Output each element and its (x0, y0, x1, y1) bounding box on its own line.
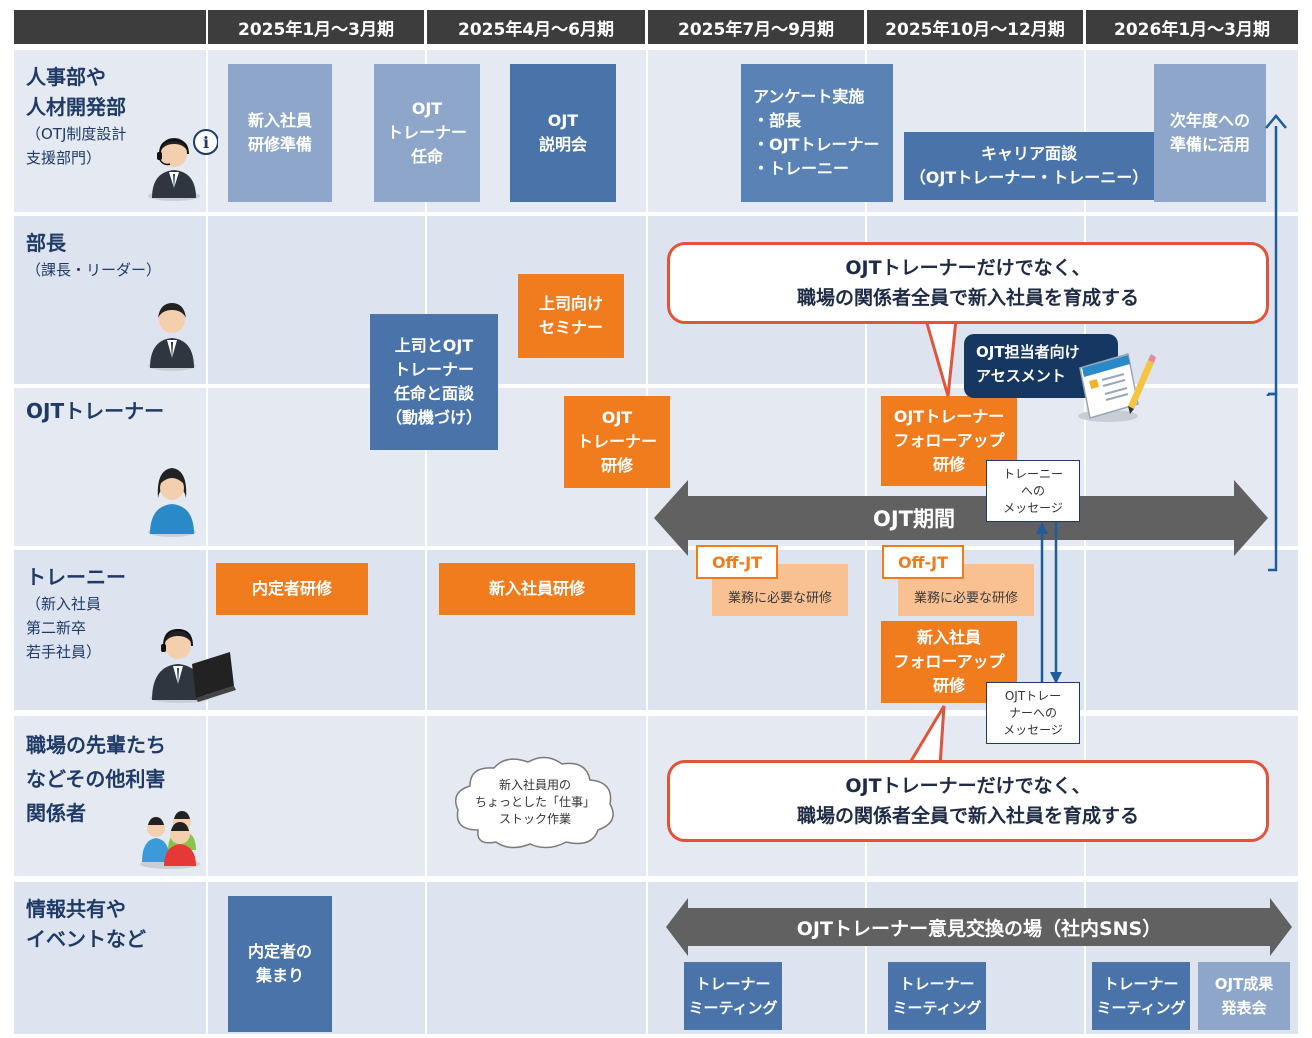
col-sep (865, 50, 867, 1034)
row-subtitle: （新入社員 第二新卒 若手社員） (26, 595, 102, 661)
row-label-hr: 人事部や 人材開発部 （OTJ制度設計 支援部門） (26, 62, 196, 170)
callout-top: OJTトレーナーだけでなく、 職場の関係者全員で新入社員を育成する (667, 242, 1269, 324)
row-label-stakeholders: 職場の先輩たち などその他利害 関係者 (26, 728, 201, 830)
mgr-seminar-box: 上司向け セミナー (518, 274, 624, 358)
callout-tail-bottom (900, 704, 960, 768)
row-label-trainee: トレーニー （新入社員 第二新卒 若手社員） (26, 562, 196, 664)
period-header-4: 2025年10月〜12月期 (867, 10, 1083, 44)
sns-arrow: OJTトレーナー意見交換の場（社内SNS） (666, 896, 1292, 958)
mgr-interview-box: 上司とOJT トレーナー 任命と面談 （動機づけ） (370, 314, 498, 450)
row-title: OJTトレーナー (26, 399, 165, 423)
feedback-return-arrow (1262, 114, 1292, 576)
trainer-meeting-2: トレーナー ミーティング (888, 962, 986, 1030)
colleagues-group-icon (134, 804, 206, 870)
period-header-5: 2026年1月〜3月期 (1086, 10, 1298, 44)
offjt-label-1: Off-JT (696, 545, 778, 579)
period-header-1: 2025年1月〜3月期 (208, 10, 424, 44)
trainer-followup-box: OJTトレーナー フォローアップ 研修 (881, 396, 1017, 486)
ojt-period-arrow: OJT期間 (654, 478, 1268, 558)
pre-hire-training-box: 内定者研修 (216, 563, 368, 615)
stock-work-text: 新入社員用の ちょっとした「仕事」 ストック作業 (474, 777, 595, 826)
col-sep (646, 50, 648, 1034)
stock-work-cloud: 新入社員用の ちょっとした「仕事」 ストック作業 (448, 752, 622, 852)
message-exchange-arrows (1034, 520, 1064, 686)
hr-survey-box: アンケート実施 ・部長 ・OJTトレーナー ・トレーニー (741, 64, 893, 202)
hr-staff-headset-icon: i (138, 126, 218, 202)
ojt-results-box: OJT成果 発表会 (1198, 962, 1290, 1030)
svg-text:i: i (203, 133, 209, 152)
trainee-laptop-icon (140, 608, 240, 704)
hr-prep-box: 新入社員 研修準備 (228, 64, 332, 202)
row-subtitle: （OTJ制度設計 支援部門） (26, 125, 127, 167)
row-label-events: 情報共有や イベントなど (26, 894, 196, 954)
row-subtitle: （課長・リーダー） (26, 261, 162, 279)
row-title: 部長 (26, 231, 66, 255)
header-corner (14, 10, 206, 44)
message-to-trainee-note: トレーニー への メッセージ (986, 460, 1080, 522)
callout-tail-top (920, 318, 960, 398)
row-title: 職場の先輩たち などその他利害 関係者 (26, 733, 166, 825)
new-hire-training-box: 新入社員研修 (439, 563, 635, 615)
manager-person-icon (140, 292, 204, 372)
col-sep (206, 50, 208, 1034)
ojt-period-label: OJT期間 (873, 507, 955, 531)
period-header-2: 2025年4月〜6月期 (427, 10, 645, 44)
row-title: 人事部や 人材開発部 (26, 65, 126, 119)
row-title: トレーニー (26, 565, 126, 589)
hr-appoint-box: OJT トレーナー 任命 (374, 64, 480, 202)
hr-briefing-box: OJT 説明会 (510, 64, 616, 202)
row-title: 情報共有や イベントなど (26, 897, 146, 951)
col-sep (425, 50, 427, 1034)
trainer-training-box: OJT トレーナー 研修 (564, 396, 670, 488)
callout-bottom: OJTトレーナーだけでなく、 職場の関係者全員で新入社員を育成する (667, 760, 1269, 842)
hr-next-box: 次年度への 準備に活用 (1154, 64, 1266, 202)
offjt-label-2: Off-JT (882, 545, 964, 579)
col-sep (1084, 50, 1086, 1034)
sns-label: OJTトレーナー意見交換の場（社内SNS） (796, 917, 1162, 940)
assessment-document-icon (1072, 346, 1158, 426)
trainer-person-icon (140, 458, 204, 538)
hr-career-box: キャリア面談 （OJTトレーナー・トレーニー） (904, 132, 1154, 200)
row-label-manager: 部長 （課長・リーダー） (26, 228, 196, 282)
row-label-trainer: OJTトレーナー (26, 396, 196, 426)
trainer-meeting-3: トレーナー ミーティング (1092, 962, 1190, 1030)
trainer-meeting-1: トレーナー ミーティング (684, 962, 782, 1030)
message-to-trainer-note: OJTトレー ナーへの メッセージ (986, 682, 1080, 744)
period-header-3: 2025年7月〜9月期 (648, 10, 864, 44)
pre-hire-gathering-box: 内定者の 集まり (228, 896, 332, 1032)
